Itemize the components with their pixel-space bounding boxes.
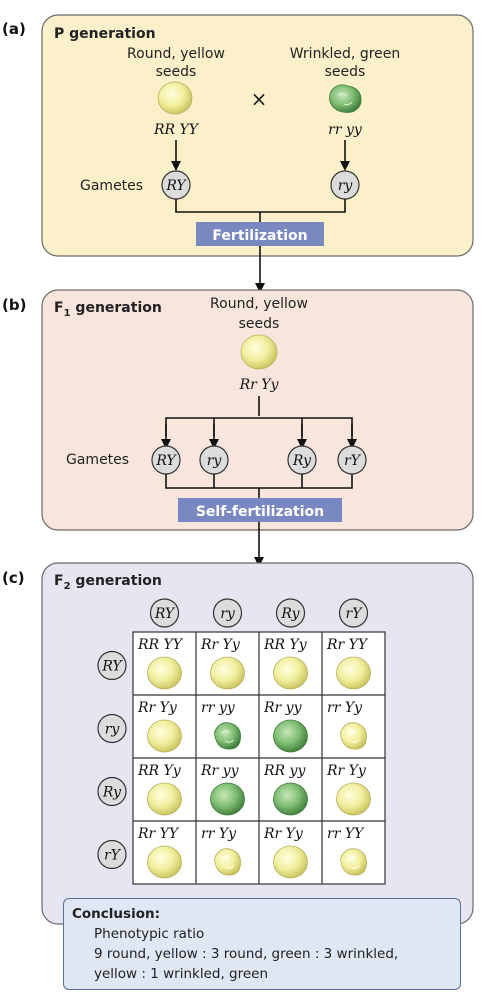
f1-label2: seeds bbox=[239, 316, 280, 332]
seed-wrinkled-green-parent bbox=[329, 84, 362, 113]
right-parent-genotype: rr yy bbox=[328, 122, 363, 138]
left-parent-genotype: RR YY bbox=[153, 122, 200, 138]
panel-b-tag: (b) bbox=[2, 296, 26, 314]
row-gamete-label: Ry bbox=[102, 785, 122, 801]
self-fertilization-bar bbox=[178, 498, 342, 522]
col-gamete-label: RY bbox=[154, 606, 176, 622]
col-gamete-circle bbox=[338, 598, 369, 628]
row-gamete-label: rY bbox=[104, 848, 122, 864]
cell-genotype: Rr Yy bbox=[326, 763, 367, 779]
seed-round-yellow bbox=[273, 656, 308, 690]
fertilization-connector bbox=[175, 199, 346, 222]
row-gamete-label: RY bbox=[101, 659, 123, 675]
panel-c-tag: (c) bbox=[2, 569, 25, 587]
f1-genotype: Rr Yy bbox=[239, 377, 280, 393]
seed-round-yellow bbox=[147, 656, 182, 690]
left-parent-label2: seeds bbox=[156, 64, 197, 80]
seed-round-green bbox=[273, 782, 308, 816]
col-gamete-circle bbox=[149, 598, 180, 628]
gamete-label: ry bbox=[207, 453, 223, 469]
cell-genotype: RR Yy bbox=[137, 763, 182, 779]
cell-genotype: rr YY bbox=[327, 826, 365, 842]
conclusion-line1: Phenotypic ratio bbox=[94, 926, 205, 942]
panel-c-title: F2 generation bbox=[54, 573, 162, 592]
panel-b: (b) F1 generation Round, yellow seeds Rr… bbox=[2, 289, 474, 531]
cell-genotype: Rr YY bbox=[326, 637, 369, 653]
f1-gametes: RY ry Ry rY bbox=[151, 445, 367, 475]
seed-round-yellow-parent bbox=[157, 81, 193, 115]
cell-genotype: RR Yy bbox=[263, 637, 308, 653]
cell-genotype: Rr Yy bbox=[263, 826, 304, 842]
fertilization-label: Fertilization bbox=[212, 228, 307, 244]
cell-genotype: RR yy bbox=[263, 763, 306, 779]
conclusion-line3: yellow : 1 wrinkled, green bbox=[94, 966, 269, 982]
seed-wrinkled-green bbox=[214, 722, 241, 750]
self-fertilization-label: Self-fertilization bbox=[196, 504, 324, 520]
col-gamete-label: Ry bbox=[280, 606, 300, 622]
row-gamete-circle bbox=[97, 776, 127, 807]
f1-branch bbox=[165, 396, 353, 436]
cell-genotype: Rr yy bbox=[200, 763, 240, 779]
col-gamete-label: rY bbox=[346, 606, 364, 622]
conclusion-line2: 9 round, yellow : 3 round, green : 3 wri… bbox=[94, 946, 399, 962]
seed-wrinkled-yellow bbox=[340, 722, 367, 750]
seed-wrinkled-yellow bbox=[214, 848, 241, 876]
seed-round-yellow-f1 bbox=[240, 334, 278, 370]
seed-round-yellow bbox=[147, 782, 182, 816]
gamete-label: RY bbox=[155, 453, 177, 469]
col-gamete-label: ry bbox=[220, 606, 236, 622]
cell-genotype: Rr Yy bbox=[137, 700, 178, 716]
left-parent-label1: Round, yellow bbox=[127, 46, 225, 62]
cell-genotype: rr Yy bbox=[201, 826, 237, 842]
col-gamete-circle bbox=[275, 598, 306, 628]
gamete-label: Ry bbox=[292, 453, 312, 469]
conclusion-title: Conclusion: bbox=[72, 906, 160, 922]
seed-round-yellow bbox=[336, 656, 371, 690]
row-gamete-label: ry bbox=[105, 722, 121, 738]
self-fert-connector bbox=[165, 474, 353, 498]
cell-genotype: RR YY bbox=[137, 637, 184, 653]
fertilization-bar bbox=[196, 222, 324, 246]
seed-round-green bbox=[273, 719, 308, 753]
panel-a-tag: (a) bbox=[2, 20, 26, 38]
seed-round-green bbox=[210, 782, 245, 816]
panel-a-title: P generation bbox=[54, 26, 156, 42]
cell-genotype: Rr yy bbox=[263, 700, 303, 716]
right-parent-label1: Wrinkled, green bbox=[290, 46, 401, 62]
cell-genotype: rr yy bbox=[201, 700, 236, 716]
f1-label1: Round, yellow bbox=[210, 296, 308, 312]
row-gamete-circle bbox=[97, 713, 127, 744]
seed-wrinkled-yellow bbox=[340, 848, 367, 876]
seed-round-yellow bbox=[147, 845, 182, 879]
gametes-label-a: Gametes bbox=[80, 178, 143, 194]
panel-a: (a) P generation Round, yellow seeds Wri… bbox=[2, 14, 474, 257]
cell-genotype: Rr Yy bbox=[200, 637, 241, 653]
seed-round-yellow bbox=[336, 782, 371, 816]
seed-round-yellow bbox=[273, 845, 308, 879]
conclusion-box: Conclusion: Phenotypic ratio 9 round, ye… bbox=[63, 898, 461, 990]
cross-symbol: × bbox=[251, 87, 268, 111]
cell-genotype: rr Yy bbox=[327, 700, 363, 716]
cell-genotype: Rr YY bbox=[137, 826, 180, 842]
seed-round-yellow bbox=[147, 719, 182, 753]
right-parent-label2: seeds bbox=[325, 64, 366, 80]
gamete-label: RY bbox=[165, 178, 187, 194]
gamete-label: ry bbox=[338, 178, 354, 194]
panel-b-title: F1 generation bbox=[54, 300, 162, 319]
row-gamete-circle bbox=[97, 839, 127, 870]
seed-round-yellow bbox=[210, 656, 245, 690]
gamete-label: rY bbox=[344, 453, 362, 469]
row-gamete-circle bbox=[97, 650, 127, 681]
gametes-label-b: Gametes bbox=[66, 452, 129, 468]
col-gamete-circle bbox=[212, 598, 243, 628]
